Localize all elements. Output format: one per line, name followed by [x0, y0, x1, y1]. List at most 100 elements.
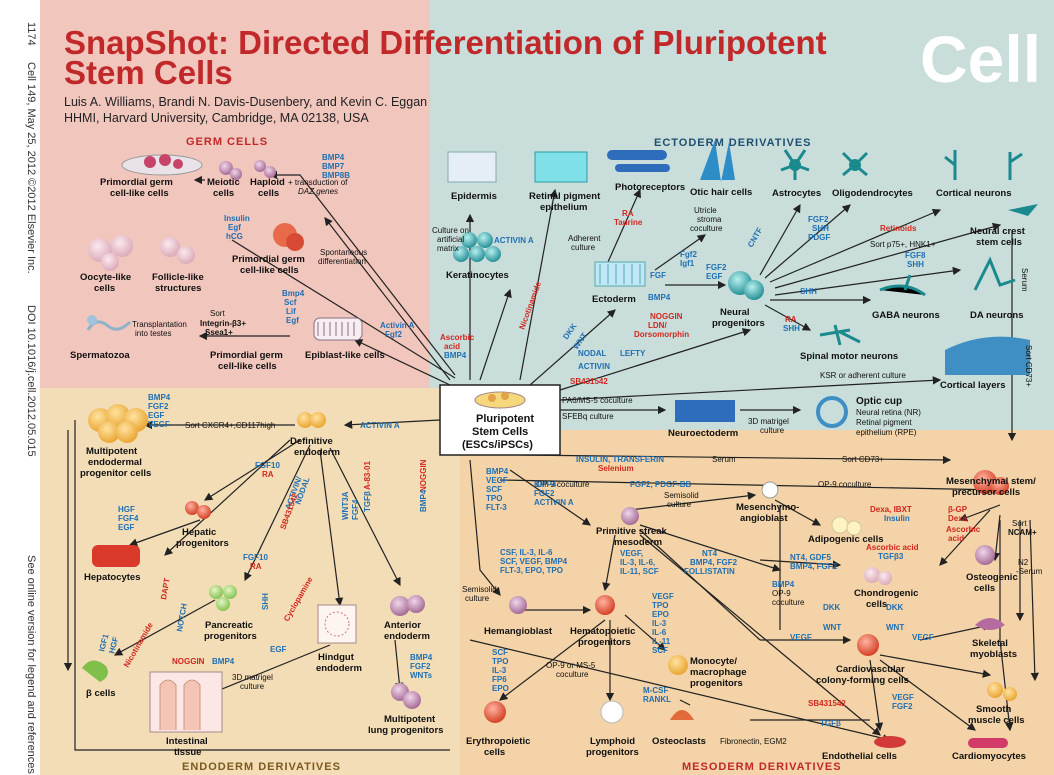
- germ-haploid-label: Haploid: [250, 177, 285, 188]
- meso-msc-0: Mesenchymal stem/: [946, 476, 1036, 487]
- meso-scf-3: FP6: [492, 675, 507, 684]
- meso-hema-2: EPO: [652, 610, 669, 619]
- ecto-ncsc-1: stem cells: [976, 237, 1022, 248]
- meso-sort-cd73: Sort CD73+: [842, 455, 884, 464]
- neural-crest-icon: [1008, 204, 1038, 216]
- meso-fgf2-pdgf: FGF2, PDGF-BB: [630, 480, 692, 489]
- meso-hemangio: Hemangioblast: [484, 626, 553, 637]
- meso-ascorbic-1: acid: [948, 534, 964, 543]
- citation: Cell 149, May 25, 2012 ©2012 Elsevier In…: [25, 62, 37, 274]
- germ-haploid-label-2: cells: [258, 188, 279, 199]
- endothelial-icon: [874, 736, 906, 748]
- online-note: See online version for legend and refere…: [25, 555, 37, 775]
- meso-bmp4-op9-0: BMP4: [772, 580, 795, 589]
- ecto-sfebq: SFEBq culture: [562, 412, 614, 421]
- endo-hgf-0: HGF: [118, 505, 135, 514]
- center-line3: (ESCs/iPSCs): [462, 439, 533, 451]
- meso-cvcfc-0: Cardiovascular: [836, 664, 905, 675]
- meso-left-1: VEGF: [486, 476, 508, 485]
- germ-daz-label-2: DAZ genes: [298, 187, 338, 196]
- germ-bmp-0: BMP4: [322, 153, 345, 162]
- endo-egf: EGF: [270, 645, 287, 654]
- germ-integrin-label: Integrin-β3+: [200, 319, 246, 328]
- header: SnapShot: Directed Differentiation of Pl…: [64, 22, 1041, 125]
- meso-nt4-1: BMP4, FGF2: [690, 558, 738, 567]
- meiotic-cell-icon: [219, 161, 233, 175]
- endo-lung-2: WNTs: [410, 671, 433, 680]
- germ-sperm-label: Spermatozoa: [70, 350, 130, 361]
- meso-vegf: VEGF: [790, 633, 812, 642]
- meso-mesangio-0: Mesenchymo-: [736, 502, 799, 513]
- cardiomyocyte-icon: [968, 738, 1008, 748]
- endo-pancreatic-0: Pancreatic: [205, 620, 253, 631]
- meso-bgp-0: β-GP: [948, 505, 968, 514]
- meso-smooth-1: muscle cells: [968, 715, 1025, 726]
- endo-noggin: NOGGIN: [419, 459, 428, 492]
- germ-pgc-label-2: cell-like cells: [110, 188, 169, 199]
- ecto-shhb: SHH: [812, 224, 829, 233]
- meso-tgfb: TGFβ: [820, 719, 841, 728]
- ecto-fgf: FGF: [650, 271, 666, 280]
- meso-cvcfc-1: colony-forming cells: [816, 675, 909, 686]
- endo-ra: RA: [262, 470, 274, 479]
- germ-bmp4-3: Egf: [286, 316, 299, 325]
- endo-lung-label-0: Multipotent: [384, 714, 436, 725]
- ecto-culture-2: matrix: [437, 244, 459, 253]
- ecto-keratino-label: Keratinocytes: [446, 270, 509, 281]
- endo-sort-cxcr: Sort CXCR4+,CD117high: [185, 421, 275, 430]
- ecto-neural-prog-0: Neural: [720, 307, 750, 318]
- ecto-activinA: ACTIVIN A: [494, 236, 534, 245]
- meso-bgp-1: Dexa: [948, 514, 968, 523]
- germ-pgc-label: Primordial germ: [100, 177, 173, 188]
- ecto-gaba-label: GABA neurons: [872, 310, 940, 321]
- endo-beta: β cells: [86, 688, 116, 699]
- endo-pancreatic-1: progenitors: [204, 631, 257, 642]
- meso-vegf-fgf2-1: FGF2: [892, 702, 913, 711]
- meso-vegf-fgf2-0: VEGF: [892, 693, 914, 702]
- meso-left-2: SCF: [486, 485, 502, 494]
- cell-icons: [82, 140, 1038, 748]
- epidermis-icon: [447, 151, 497, 183]
- ecto-matrigel-0: 3D matrigel: [748, 417, 789, 426]
- ecto-ra2: RA: [785, 315, 797, 324]
- meso-scf-4: EPO: [492, 684, 509, 693]
- anterior-endoderm-icon: [390, 596, 410, 616]
- ecto-photo-label: Photoreceptors: [615, 182, 685, 193]
- meso-chondro-0: Chondrogenic: [854, 588, 918, 599]
- ecto-egf: EGF: [706, 272, 723, 281]
- meso-ascorbic2: Ascorbic acid: [866, 543, 919, 552]
- meso-hema-3: IL-3: [652, 619, 667, 628]
- endo-ra2: RA: [250, 562, 262, 571]
- meso-skeletal-0: Skeletal: [972, 638, 1008, 649]
- germ-bmp4-2: Lif: [286, 307, 296, 316]
- meso-fibronectin: Fibronectin, EGM2: [720, 737, 787, 746]
- germ-bmp-1: BMP7: [322, 162, 345, 171]
- meso-lympho-0: Lymphoid: [590, 736, 635, 747]
- mesoderm-section-title: MESODERM DERIVATIVES: [682, 761, 842, 773]
- meso-sb: SB431542: [808, 699, 846, 708]
- ectoderm-icon: [594, 261, 646, 287]
- endo-hindgut-0: Hindgut: [318, 652, 355, 663]
- meso-hema-5: IL-11: [652, 637, 671, 646]
- mesangioblast-icon: [761, 481, 779, 499]
- ecto-nodal: NODAL: [578, 349, 607, 358]
- endo-anterior-1: endoderm: [384, 631, 430, 642]
- germ-insulin-2: hCG: [226, 232, 243, 241]
- meso-mid-1: FGF2: [534, 489, 555, 498]
- endo-hepatic-0: Hepatic: [182, 527, 216, 538]
- meso-erythro-0: Erythropoietic: [466, 736, 530, 747]
- ecto-sort-cd73: Sort CD73+: [1024, 345, 1033, 387]
- gaba-neuron-icon: [879, 274, 926, 297]
- meso-hemato-0: Hematopoietic: [570, 626, 635, 637]
- endo-wnt3a: WNT3A: [341, 491, 350, 520]
- ecto-otic-label: Otic hair cells: [690, 187, 752, 198]
- cortical-neuron-icon: [944, 150, 1023, 180]
- cvcfc-icon: [857, 634, 879, 656]
- germ-bmp4-1: Scf: [284, 298, 297, 307]
- endo-def-1: endoderm: [294, 447, 340, 458]
- meso-sort-ncam-0: Sort: [1012, 519, 1027, 528]
- endo-top-2: EGF: [148, 411, 165, 420]
- meso-msc-1: precursor cells: [952, 487, 1020, 498]
- left-margin: [0, 0, 40, 775]
- meso-op9-ms5-1: coculture: [556, 670, 589, 679]
